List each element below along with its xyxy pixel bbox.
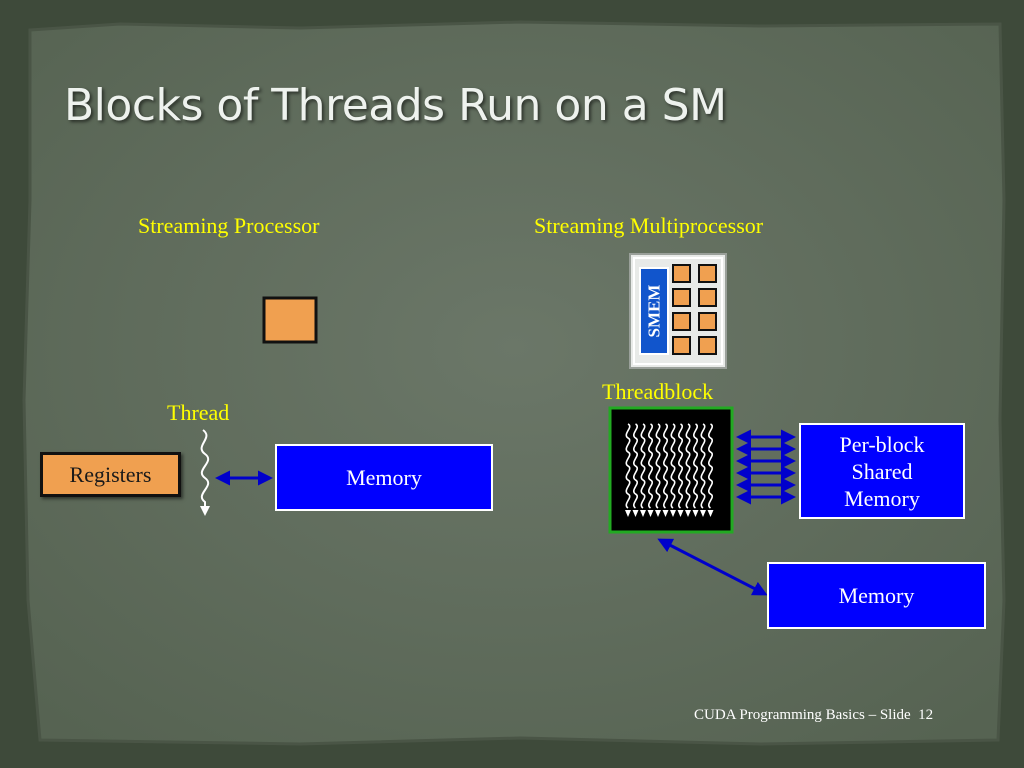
threadblock-threads xyxy=(625,423,714,517)
thread-arrowhead xyxy=(670,510,676,517)
streaming-processor-icon xyxy=(262,296,318,344)
threadblock-shared-memory-arrows xyxy=(736,429,796,505)
thread-arrowhead xyxy=(647,510,654,517)
thread-line xyxy=(700,423,706,509)
threadblock-memory-arrow xyxy=(657,538,768,596)
sm-core xyxy=(672,264,691,283)
thread-line xyxy=(648,423,653,509)
thread-arrowhead xyxy=(662,510,669,517)
thread-arrowhead xyxy=(707,510,714,517)
thread-line xyxy=(625,423,631,509)
sm-core-grid xyxy=(672,264,717,355)
shared-memory-line-3: Memory xyxy=(844,485,920,511)
smem-label-container: SMEM xyxy=(640,268,668,354)
thread-line xyxy=(633,423,638,509)
threadblock-label: Threadblock xyxy=(602,379,714,404)
thread-label: Thread xyxy=(167,400,230,425)
thread-line xyxy=(663,423,668,509)
thread-line xyxy=(655,423,661,509)
thread-line xyxy=(708,423,713,509)
thread-line xyxy=(670,423,676,509)
thread-arrowhead xyxy=(655,510,661,517)
streaming-multiprocessor-icon xyxy=(629,253,727,369)
thread-arrowhead xyxy=(700,510,706,517)
slide-footer: CUDA Programming Basics – Slide 12 xyxy=(694,707,933,724)
sm-core xyxy=(698,264,717,283)
sm-core xyxy=(698,336,717,355)
thread-line xyxy=(685,423,691,509)
thread-arrowhead xyxy=(632,510,639,517)
slide-number: 12 xyxy=(918,707,934,723)
sm-core xyxy=(672,336,691,355)
thread-arrowhead xyxy=(625,510,631,517)
thread-squiggle-icon xyxy=(200,429,210,516)
sm-core xyxy=(672,288,691,307)
shared-memory-line-1: Per-block xyxy=(839,431,925,457)
memory-box-right: Memory xyxy=(767,562,986,629)
thread-line xyxy=(640,423,646,509)
sm-core xyxy=(698,312,717,331)
memory-box-left: Memory xyxy=(275,444,493,511)
thread-arrowhead xyxy=(685,510,691,517)
footer-text: CUDA Programming Basics – Slide xyxy=(694,707,911,723)
slide-title: Blocks of Threads Run on a SM xyxy=(64,80,727,131)
thread-arrowhead xyxy=(640,510,646,517)
sm-core xyxy=(698,288,717,307)
thread-arrowhead xyxy=(677,510,684,517)
thread-arrowhead xyxy=(692,510,699,517)
thread-line xyxy=(693,423,698,509)
registers-box: Registers xyxy=(40,452,181,497)
shared-memory-line-2: Shared xyxy=(851,458,913,484)
per-block-shared-memory-box: Per-block Shared Memory xyxy=(799,423,965,519)
streaming-multiprocessor-label: Streaming Multiprocessor xyxy=(534,213,764,238)
streaming-processor-label: Streaming Processor xyxy=(138,213,320,238)
sm-core xyxy=(672,312,691,331)
smem-label: SMEM xyxy=(644,284,664,338)
thread-line xyxy=(678,423,683,509)
